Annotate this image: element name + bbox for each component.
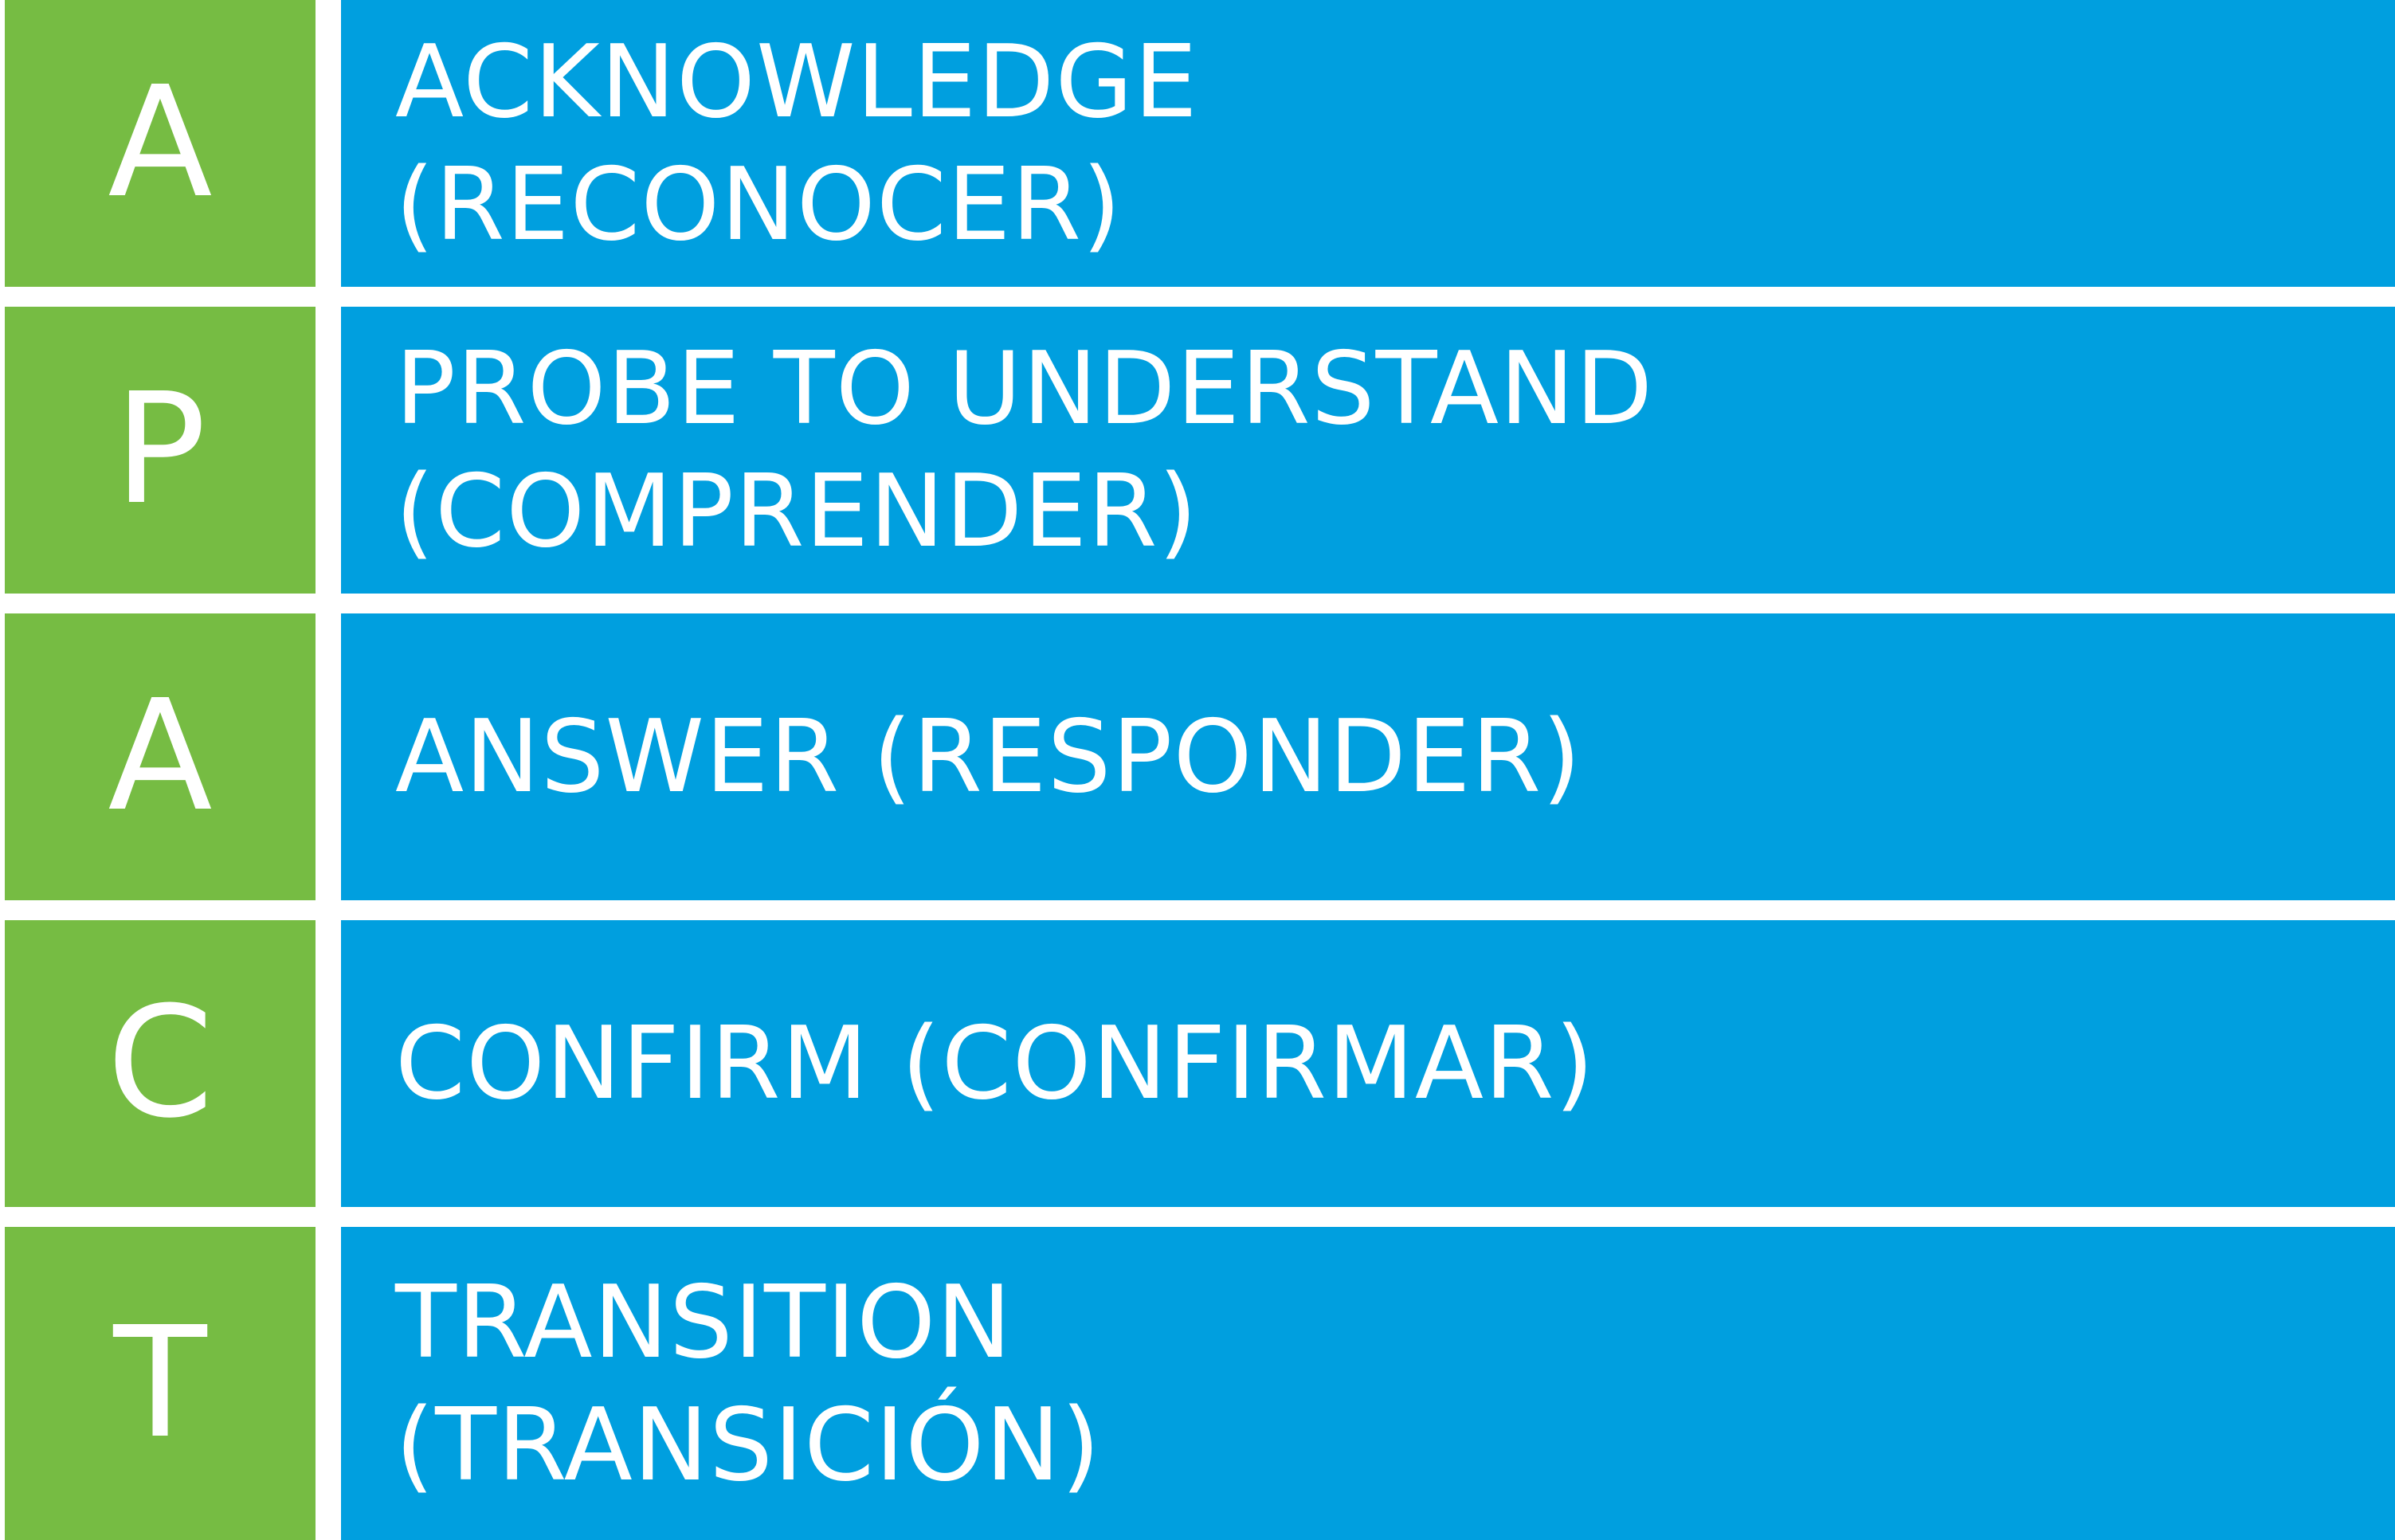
step-label-box: PROBE TO UNDERSTAND (COMPRENDER) (341, 307, 2395, 594)
step-label: CONFIRM (CONFIRMAR) (395, 1005, 1595, 1123)
step-letter: C (106, 974, 214, 1152)
step-row-acknowledge: A ACKNOWLEDGE (RECONOCER) (0, 0, 2395, 287)
step-letter: A (108, 54, 213, 232)
step-letter: T (113, 1294, 207, 1472)
step-letter-box: P (5, 307, 316, 594)
step-label-box: ACKNOWLEDGE (RECONOCER) (341, 0, 2395, 287)
step-row-transition: T TRANSITION (TRANSICIÓN) (0, 1227, 2395, 1540)
step-label-box: TRANSITION (TRANSICIÓN) (341, 1227, 2395, 1540)
step-label: ACKNOWLEDGE (RECONOCER) (395, 23, 1198, 263)
step-row-confirm: C CONFIRM (CONFIRMAR) (0, 920, 2395, 1207)
step-letter-box: T (5, 1227, 316, 1540)
step-row-answer: A ANSWER (RESPONDER) (0, 613, 2395, 900)
step-label-box: CONFIRM (CONFIRMAR) (341, 920, 2395, 1207)
step-letter-box: A (5, 613, 316, 900)
step-label: PROBE TO UNDERSTAND (COMPRENDER) (395, 330, 1654, 570)
step-label: ANSWER (RESPONDER) (395, 698, 1582, 816)
step-letter-box: C (5, 920, 316, 1207)
step-letter-box: A (5, 0, 316, 287)
step-letter: A (108, 668, 213, 845)
step-label-box: ANSWER (RESPONDER) (341, 613, 2395, 900)
step-label: TRANSITION (TRANSICIÓN) (395, 1263, 1101, 1503)
step-letter: P (114, 361, 206, 539)
step-row-probe: P PROBE TO UNDERSTAND (COMPRENDER) (0, 307, 2395, 594)
